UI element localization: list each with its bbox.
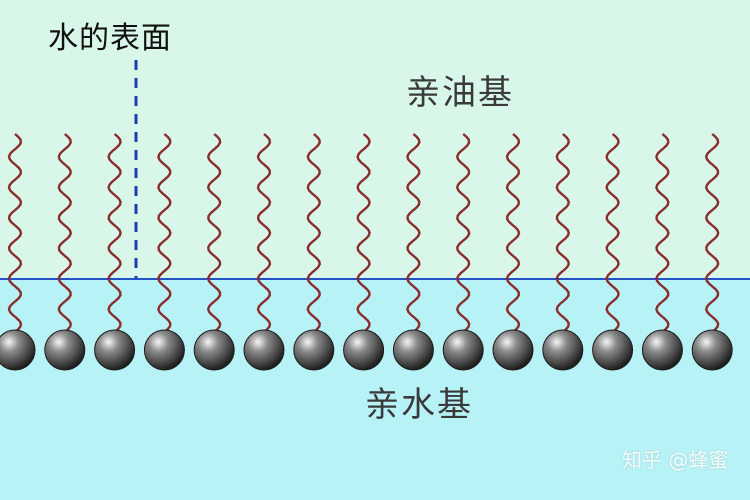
hydrophilic-head — [243, 329, 285, 371]
surfactant-molecule — [293, 133, 335, 371]
surfactant-molecule — [641, 133, 683, 371]
hydrophilic-head — [343, 329, 385, 371]
lipophilic-tail — [57, 133, 73, 333]
hydrophilic-head — [0, 329, 36, 371]
surfactant-molecule — [691, 133, 733, 371]
lipophilic-tail — [406, 133, 421, 333]
hydrophilic-head — [193, 329, 235, 371]
lipophilic-tail — [655, 133, 670, 333]
surfactant-molecules — [0, 133, 733, 371]
lipophilic-tail — [107, 133, 122, 333]
hydrophilic-head — [293, 329, 335, 371]
water-region — [0, 279, 750, 500]
hydrophilic-head — [691, 329, 733, 371]
lipophilic-tail — [7, 133, 23, 333]
surfactant-molecule — [193, 133, 235, 371]
water-surface-label: 水的表面 — [48, 21, 172, 56]
lipophilic-tail — [356, 133, 371, 333]
air-region — [0, 0, 750, 279]
source-watermark: 知乎 @蜂蜜 — [622, 448, 729, 472]
hydrophilic-head — [492, 329, 534, 371]
hydrophilic-head — [442, 329, 484, 371]
lipophilic-tail — [555, 133, 571, 333]
surfactant-molecule — [94, 133, 136, 371]
hydrophilic-head — [542, 329, 584, 371]
lipophilic-tail — [256, 133, 272, 333]
hydrophilic-head — [592, 329, 634, 371]
hydrophilic-head — [94, 329, 136, 371]
hydrophilic-head — [392, 329, 434, 371]
lipophilic-tail — [206, 133, 222, 333]
lipophilic-group-label: 亲油基 — [406, 73, 514, 113]
surfactant-molecule — [143, 133, 185, 371]
lipophilic-tail — [455, 133, 471, 333]
surfactant-molecule — [44, 133, 86, 371]
lipophilic-tail — [157, 133, 172, 333]
lipophilic-tail — [605, 133, 620, 333]
surfactant-molecule — [243, 133, 285, 371]
lipophilic-tail — [704, 133, 720, 333]
surfactant-molecule — [442, 133, 484, 371]
lipophilic-tail — [306, 133, 322, 333]
hydrophilic-head — [143, 329, 185, 371]
hydrophilic-group-label: 亲水基 — [365, 385, 473, 425]
surfactant-molecule — [592, 133, 634, 371]
hydrophilic-head — [641, 329, 683, 371]
lipophilic-tail — [505, 133, 521, 333]
surfactant-molecule — [0, 133, 36, 371]
surfactant-molecule — [343, 133, 385, 371]
surfactant-molecule — [542, 133, 584, 371]
hydrophilic-head — [44, 329, 86, 371]
surfactant-molecule — [492, 133, 534, 371]
surfactant-molecule — [392, 133, 434, 371]
